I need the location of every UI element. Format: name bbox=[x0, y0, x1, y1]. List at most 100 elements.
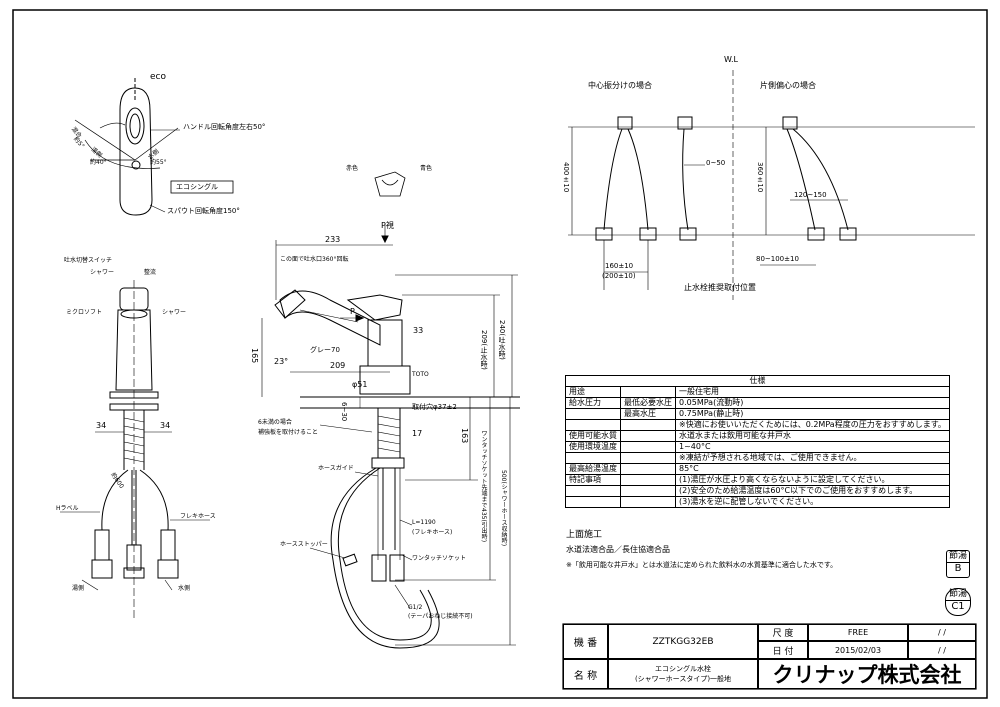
title-block: 機 番 ZZTKGG32EB 尺 度 FREE / / 日 付 2015/02/… bbox=[563, 624, 976, 689]
product-name: エコシングル水栓 (シャワーホースタイプ)一般地 bbox=[608, 659, 758, 689]
dim-33: 33 bbox=[413, 326, 424, 335]
h-label: Hラベル bbox=[56, 505, 79, 512]
dim-6-30: 6~30 bbox=[340, 402, 348, 422]
name-label: 名 称 bbox=[563, 659, 608, 689]
shower-label: シャワー bbox=[90, 269, 115, 276]
date-value: 2015/02/03 bbox=[808, 641, 908, 659]
badge-c1-top: 節湯 bbox=[946, 589, 970, 601]
dim-120-150: 120~150 bbox=[794, 191, 827, 199]
eco-single-box bbox=[170, 180, 234, 194]
spec-category: 特記事項 bbox=[565, 474, 621, 486]
spec-value: (3)湯水を逆に配管しないでください。 bbox=[675, 496, 950, 508]
l1190-label: L=1190 bbox=[412, 519, 436, 526]
dim-34-left: 34 bbox=[96, 421, 107, 430]
dim-163: 163 bbox=[460, 428, 469, 444]
g12-label: G1/2 bbox=[408, 604, 423, 611]
spec-row: (2)安全のため給湯温度は60°C以下でのご使用をおすすめします。 bbox=[565, 485, 950, 497]
spec-value: (1)湯圧が水圧より高くならないように設定してください。 bbox=[675, 474, 950, 486]
drawing-border bbox=[12, 9, 988, 699]
spec-category bbox=[565, 452, 621, 464]
wl-label: W.L bbox=[724, 55, 738, 64]
dim-209: 209 bbox=[330, 361, 346, 370]
date-label: 日 付 bbox=[758, 641, 808, 659]
spec-subcategory bbox=[620, 419, 676, 431]
top-view-handle bbox=[74, 78, 180, 216]
toto-label: TOTO bbox=[412, 371, 429, 378]
hot-side-label: 湯側 bbox=[72, 585, 85, 592]
spec-category: 使用環境温度 bbox=[565, 441, 621, 453]
dim-209-vertical: 209(止水時) bbox=[480, 330, 488, 370]
badge-b-top: 節湯 bbox=[947, 551, 969, 563]
socket-label: ワンタッチソケット bbox=[412, 555, 467, 562]
dim-0-50: 0~50 bbox=[706, 159, 726, 167]
dim-51: φ51 bbox=[352, 380, 368, 389]
spec-category: 最高給湯温度 bbox=[565, 463, 621, 475]
dim-500-label: 500(シャワーホース収納時) bbox=[500, 470, 507, 547]
spec-subcategory bbox=[620, 496, 676, 508]
spec-row: 使用可能水質 水道水または飲用可能な井戸水 bbox=[565, 430, 950, 442]
badge-c1-bottom: C1 bbox=[951, 601, 965, 612]
spec-note: ※「飲用可能な井戸水」とは水道法に定められた飲料水の水質基準に適合した水です。 bbox=[566, 561, 838, 569]
straight-label: 整流 bbox=[144, 269, 157, 276]
spec-category: 使用可能水質 bbox=[565, 430, 621, 442]
spec-value: 0.05MPa(流動時) bbox=[675, 397, 950, 409]
spec-category bbox=[565, 496, 621, 508]
dim-23: 23° bbox=[274, 357, 289, 366]
model-number: ZZTKGG32EB bbox=[608, 624, 758, 659]
p-arrow-label: P bbox=[350, 307, 355, 316]
spec-row: (3)湯水を逆に配管しないでください。 bbox=[565, 496, 950, 508]
angle-cold-value: 約55° bbox=[150, 159, 167, 166]
side-view-faucet bbox=[261, 171, 520, 649]
shower2-label: シャワー bbox=[162, 309, 187, 316]
onetouch-435-label: ワンタッチソケット先端まで435(引出時) bbox=[480, 430, 487, 543]
dim-200: (200±10) bbox=[602, 272, 636, 280]
sesshu-c1-badge: 節湯 C1 bbox=[945, 588, 971, 616]
handle-rotation-label: ハンドル回転角度左右50° bbox=[183, 123, 266, 131]
cold-side-label: 水側 bbox=[178, 585, 191, 592]
spec-subcategory: 最高水圧 bbox=[620, 408, 676, 420]
spec-subcategory bbox=[620, 430, 676, 442]
p-view-label: P視 bbox=[381, 221, 394, 230]
top-install-label: 上面施工 bbox=[566, 530, 603, 540]
scale-label: 尺 度 bbox=[758, 624, 808, 641]
dim-17: 17 bbox=[412, 429, 423, 438]
eco-single-label: エコシングル bbox=[176, 183, 218, 191]
spec-value: 水道水または飲用可能な井戸水 bbox=[675, 430, 950, 442]
spec-subcategory bbox=[620, 452, 676, 464]
six-bolt-label: 6未満の場合 bbox=[258, 419, 292, 426]
spec-category bbox=[565, 485, 621, 497]
hose-guide-label: ホースガイド bbox=[318, 465, 354, 472]
dim-80-100: 80~100±10 bbox=[756, 255, 799, 263]
spec-subcategory bbox=[620, 441, 676, 453]
blue-label: 青色 bbox=[420, 165, 433, 172]
date-slash: / / bbox=[908, 641, 976, 659]
product-name-line2: (シャワーホースタイプ)一般地 bbox=[634, 675, 732, 683]
spec-category: 用途 bbox=[565, 386, 621, 398]
spec-row: 特記事項 (1)湯圧が水圧より高くならないように設定してください。 bbox=[565, 474, 950, 486]
dim-233: 233 bbox=[325, 235, 341, 244]
spec-category bbox=[565, 419, 621, 431]
flex-hose-side-label: (フレキホース) bbox=[412, 529, 453, 536]
dim-240-vertical: 240(吐水時) bbox=[498, 320, 506, 360]
dim-165: 165 bbox=[250, 348, 259, 364]
hole-label: 取付穴φ37±2 bbox=[412, 403, 457, 411]
red-label: 赤色 bbox=[346, 165, 359, 172]
spec-value: 0.75MPa(静止時) bbox=[675, 408, 950, 420]
dim-360: 360±10 bbox=[756, 162, 764, 193]
scale-value: FREE bbox=[808, 624, 908, 641]
front-view-faucet bbox=[60, 280, 210, 620]
flex-hose-label: フレキホース bbox=[180, 513, 216, 520]
gray-label: グレー70 bbox=[310, 346, 340, 354]
standards-label: 水道法適合品／長住協適合品 bbox=[566, 545, 670, 554]
spec-row: 用途 一般住宅用 bbox=[565, 386, 950, 398]
spec-category: 給水圧力 bbox=[565, 397, 621, 409]
spec-value: ※凍結が予想される地域では、ご使用できません。 bbox=[675, 452, 950, 464]
spec-value: 一般住宅用 bbox=[675, 386, 950, 398]
spec-subcategory bbox=[620, 474, 676, 486]
install-view bbox=[568, 70, 975, 300]
